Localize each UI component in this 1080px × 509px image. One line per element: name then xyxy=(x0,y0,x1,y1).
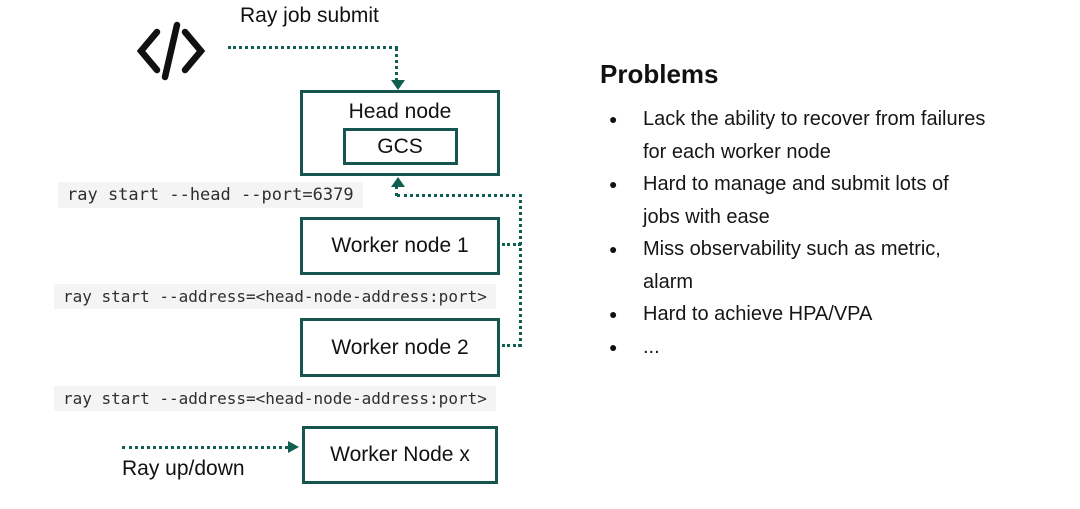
ray-updown-connector xyxy=(122,446,288,449)
bullet-dot: ● xyxy=(609,176,618,192)
bullet-dot: ● xyxy=(609,306,618,322)
bullet-dot: ● xyxy=(609,241,618,257)
worker1-connector-branch xyxy=(502,243,521,246)
cmd-ray-start-address-1: ray start --address=<head-node-address:p… xyxy=(54,284,496,309)
gcs-connector-vertical-short xyxy=(395,186,398,196)
problem-item-line: for each worker node xyxy=(643,140,831,163)
gcs-label: GCS xyxy=(377,134,423,158)
problems-section: Problems ● Lack the ability to recover f… xyxy=(600,59,1050,363)
problem-item-line: alarm xyxy=(643,270,694,293)
gcs-box: GCS xyxy=(342,128,458,165)
problem-item-line: Hard to achieve HPA/VPA xyxy=(643,303,873,325)
code-icon xyxy=(136,21,206,81)
problem-item-line: Lack the ability to recover from failure… xyxy=(643,108,986,130)
worker-node-2-label: Worker node 2 xyxy=(331,335,469,359)
problems-list: ● Lack the ability to recover from failu… xyxy=(600,103,1041,363)
worker-node-2-box: Worker node 2 xyxy=(300,318,500,377)
worker2-connector-branch xyxy=(502,344,521,347)
ray-updown-label: Ray up/down xyxy=(122,457,245,480)
problem-item-manage-jobs: ● Hard to manage and submit lots of jobs… xyxy=(609,168,1041,233)
job-submit-connector-vertical xyxy=(395,48,398,81)
cmd-ray-start-address-2: ray start --address=<head-node-address:p… xyxy=(54,386,496,411)
bullet-dot: ● xyxy=(609,338,618,355)
worker-node-x-box: Worker Node x xyxy=(302,426,498,484)
problem-item-line: Hard to manage and submit lots of xyxy=(643,173,949,195)
problem-item-hpa-vpa: ● Hard to achieve HPA/VPA xyxy=(609,298,1041,331)
job-submit-connector-horizontal xyxy=(228,46,398,49)
worker-node-1-label: Worker node 1 xyxy=(331,234,469,257)
workers-connector-vertical xyxy=(519,194,522,347)
arrowhead-into-head-node xyxy=(391,80,405,90)
worker-node-1-box: Worker node 1 xyxy=(300,217,500,275)
problem-item-recover-failures: ● Lack the ability to recover from failu… xyxy=(609,103,1041,168)
ray-job-submit-label: Ray job submit xyxy=(240,4,379,27)
problem-item-observability: ● Miss observability such as metric, ala… xyxy=(609,233,1041,298)
problem-item-line: ... xyxy=(643,335,660,358)
bullet-dot: ● xyxy=(609,111,618,127)
arrowhead-into-gcs xyxy=(391,177,405,187)
cmd-ray-start-head: ray start --head --port=6379 xyxy=(58,182,363,208)
problem-item-ellipsis: ● ... xyxy=(609,331,1041,364)
problems-title: Problems xyxy=(600,59,719,89)
problem-item-line: jobs with ease xyxy=(643,205,770,228)
head-node-label: Head node xyxy=(348,100,452,123)
head-node-box: Head node GCS xyxy=(300,90,500,176)
gcs-connector-horizontal xyxy=(397,194,522,197)
arrowhead-into-worker-node-x xyxy=(288,441,299,453)
worker-node-x-label: Worker Node x xyxy=(330,443,470,466)
problem-item-line: Miss observability such as metric, xyxy=(643,238,941,260)
